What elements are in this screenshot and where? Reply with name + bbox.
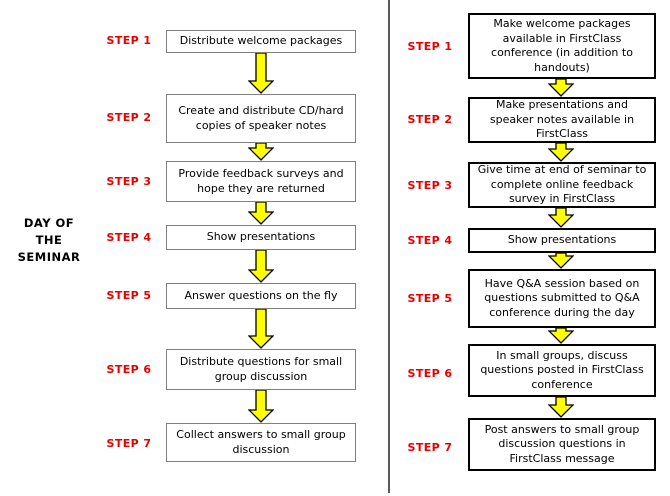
right-step-3-box: Give time at end of seminar to complete …: [468, 162, 656, 208]
seminar-day-line-1: DAY OF: [23, 216, 75, 230]
left-step-5-label: STEP 5: [106, 289, 152, 302]
left-step-1-box: Distribute welcome packages: [166, 30, 356, 53]
left-step-2-label: STEP 2: [106, 111, 152, 124]
seminar-day-line-2: THE: [35, 233, 63, 247]
left-step-7-label: STEP 7: [106, 437, 152, 450]
down-arrow-icon: [248, 250, 274, 283]
right-step-3-label: STEP 3: [407, 179, 453, 192]
left-step-4-label: STEP 4: [106, 231, 152, 244]
left-step-4-box: Show presentations: [166, 225, 356, 250]
right-step-5-label: STEP 5: [407, 292, 453, 305]
right-step-6-label: STEP 6: [407, 367, 453, 380]
down-arrow-icon: [248, 390, 274, 423]
left-step-3-label: STEP 3: [106, 175, 152, 188]
down-arrow-icon: [548, 79, 574, 97]
down-arrow-icon: [248, 53, 274, 94]
left-step-6-box: Distribute questions for small group dis…: [166, 349, 356, 390]
right-step-1-box: Make welcome packages available in First…: [468, 13, 656, 79]
left-step-5-box: Answer questions on the fly: [166, 283, 356, 309]
down-arrow-icon: [548, 397, 574, 418]
right-step-5-box: Have Q&A session based on questions subm…: [468, 269, 656, 328]
left-step-1-label: STEP 1: [106, 34, 152, 47]
right-step-7-label: STEP 7: [407, 441, 453, 454]
down-arrow-icon: [248, 309, 274, 349]
left-step-6-label: STEP 6: [106, 363, 152, 376]
left-step-7-box: Collect answers to small group discussio…: [166, 423, 356, 462]
seminar-day-label: DAY OF THE SEMINAR: [6, 215, 92, 266]
seminar-day-line-3: SEMINAR: [17, 250, 81, 264]
right-step-4-box: Show presentations: [468, 228, 656, 253]
down-arrow-icon: [548, 253, 574, 269]
down-arrow-icon: [548, 208, 574, 228]
right-step-7-box: Post answers to small group discussion q…: [468, 418, 656, 471]
left-step-3-box: Provide feedback surveys and hope they a…: [166, 161, 356, 202]
right-step-1-label: STEP 1: [407, 40, 453, 53]
right-step-4-label: STEP 4: [407, 234, 453, 247]
down-arrow-icon: [248, 202, 274, 225]
down-arrow-icon: [548, 328, 574, 344]
right-step-2-box: Make presentations and speaker notes ava…: [468, 97, 656, 143]
down-arrow-icon: [548, 143, 574, 162]
right-step-2-label: STEP 2: [407, 113, 453, 126]
right-step-6-box: In small groups, discuss questions poste…: [468, 344, 656, 397]
column-divider: [388, 0, 390, 493]
down-arrow-icon: [248, 143, 274, 161]
left-step-2-box: Create and distribute CD/hard copies of …: [166, 94, 356, 143]
